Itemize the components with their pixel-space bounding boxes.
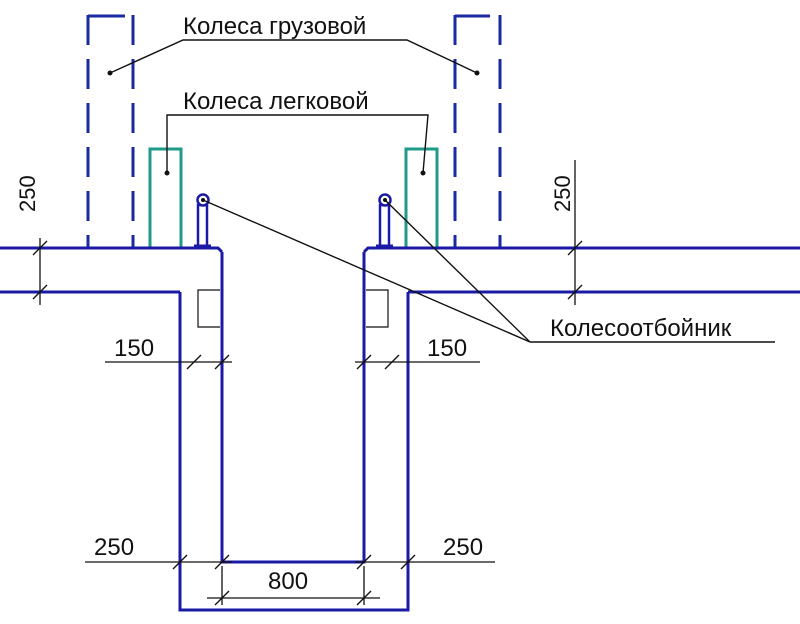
dim-right-slab-value: 250 bbox=[550, 175, 575, 212]
leader-point-car-left bbox=[164, 170, 170, 176]
pit-structure bbox=[0, 246, 800, 612]
wheel-stop-right bbox=[376, 193, 393, 249]
leader-stop-right bbox=[384, 199, 531, 343]
wheel-stop-left-post bbox=[196, 203, 209, 249]
dim-right-base-tick-2 bbox=[400, 554, 416, 570]
dim-left-wall-value: 150 bbox=[114, 335, 154, 362]
leader-points bbox=[107, 70, 480, 176]
dim-left-base-tick-2 bbox=[214, 554, 230, 570]
dim-left-wall-tick-1 bbox=[186, 354, 202, 370]
dimension-lines bbox=[32, 160, 583, 606]
car-wheel-left bbox=[148, 147, 183, 250]
leader-stop-left bbox=[202, 199, 531, 343]
dim-pit-width-tick-2 bbox=[356, 590, 372, 606]
leader-car bbox=[166, 114, 429, 174]
leader-lines bbox=[109, 39, 775, 343]
label-wheel-stop: Колесоотбойник bbox=[550, 315, 732, 342]
pit-inner bbox=[220, 252, 366, 564]
dim-pit-width-tick-1 bbox=[214, 590, 230, 606]
dim-left-slab-value: 250 bbox=[15, 175, 40, 212]
dim-right-wall-tick-2 bbox=[384, 354, 400, 370]
label-truck-wheels: Колеса грузовой bbox=[183, 13, 366, 40]
dim-left-slab-tick-1 bbox=[32, 240, 48, 256]
dim-right-wall-value: 150 bbox=[427, 335, 467, 362]
leader-truck bbox=[109, 39, 478, 74]
leader-point-truck-right bbox=[474, 70, 480, 76]
dim-left-slab-tick-2 bbox=[32, 284, 48, 300]
dim-right-slab-tick-1 bbox=[567, 240, 583, 256]
wheel-stop-right-post bbox=[378, 203, 391, 249]
dim-right-wall-tick-1 bbox=[356, 354, 372, 370]
niche-right bbox=[366, 289, 389, 328]
dim-right-base-value: 250 bbox=[443, 534, 483, 561]
dim-left-base-tick-1 bbox=[172, 554, 188, 570]
dim-right-base-tick-1 bbox=[356, 554, 372, 570]
pit-outer bbox=[178, 292, 410, 612]
dim-left-base-value: 250 bbox=[94, 534, 134, 561]
floor-left-top bbox=[0, 246, 224, 254]
dim-right-slab-tick-2 bbox=[567, 284, 583, 300]
truck-wheels bbox=[86, 15, 502, 248]
leader-point-car-right bbox=[420, 170, 426, 176]
floor-right-top bbox=[362, 246, 800, 254]
dim-left-wall-tick-2 bbox=[214, 354, 230, 370]
car-wheel-right bbox=[404, 147, 439, 250]
label-car-wheels: Колеса легковой bbox=[183, 88, 369, 115]
dim-pit-width-value: 800 bbox=[268, 568, 308, 595]
niche-left bbox=[197, 289, 220, 328]
wall-niches bbox=[197, 289, 389, 328]
leader-point-truck-left bbox=[107, 70, 113, 76]
